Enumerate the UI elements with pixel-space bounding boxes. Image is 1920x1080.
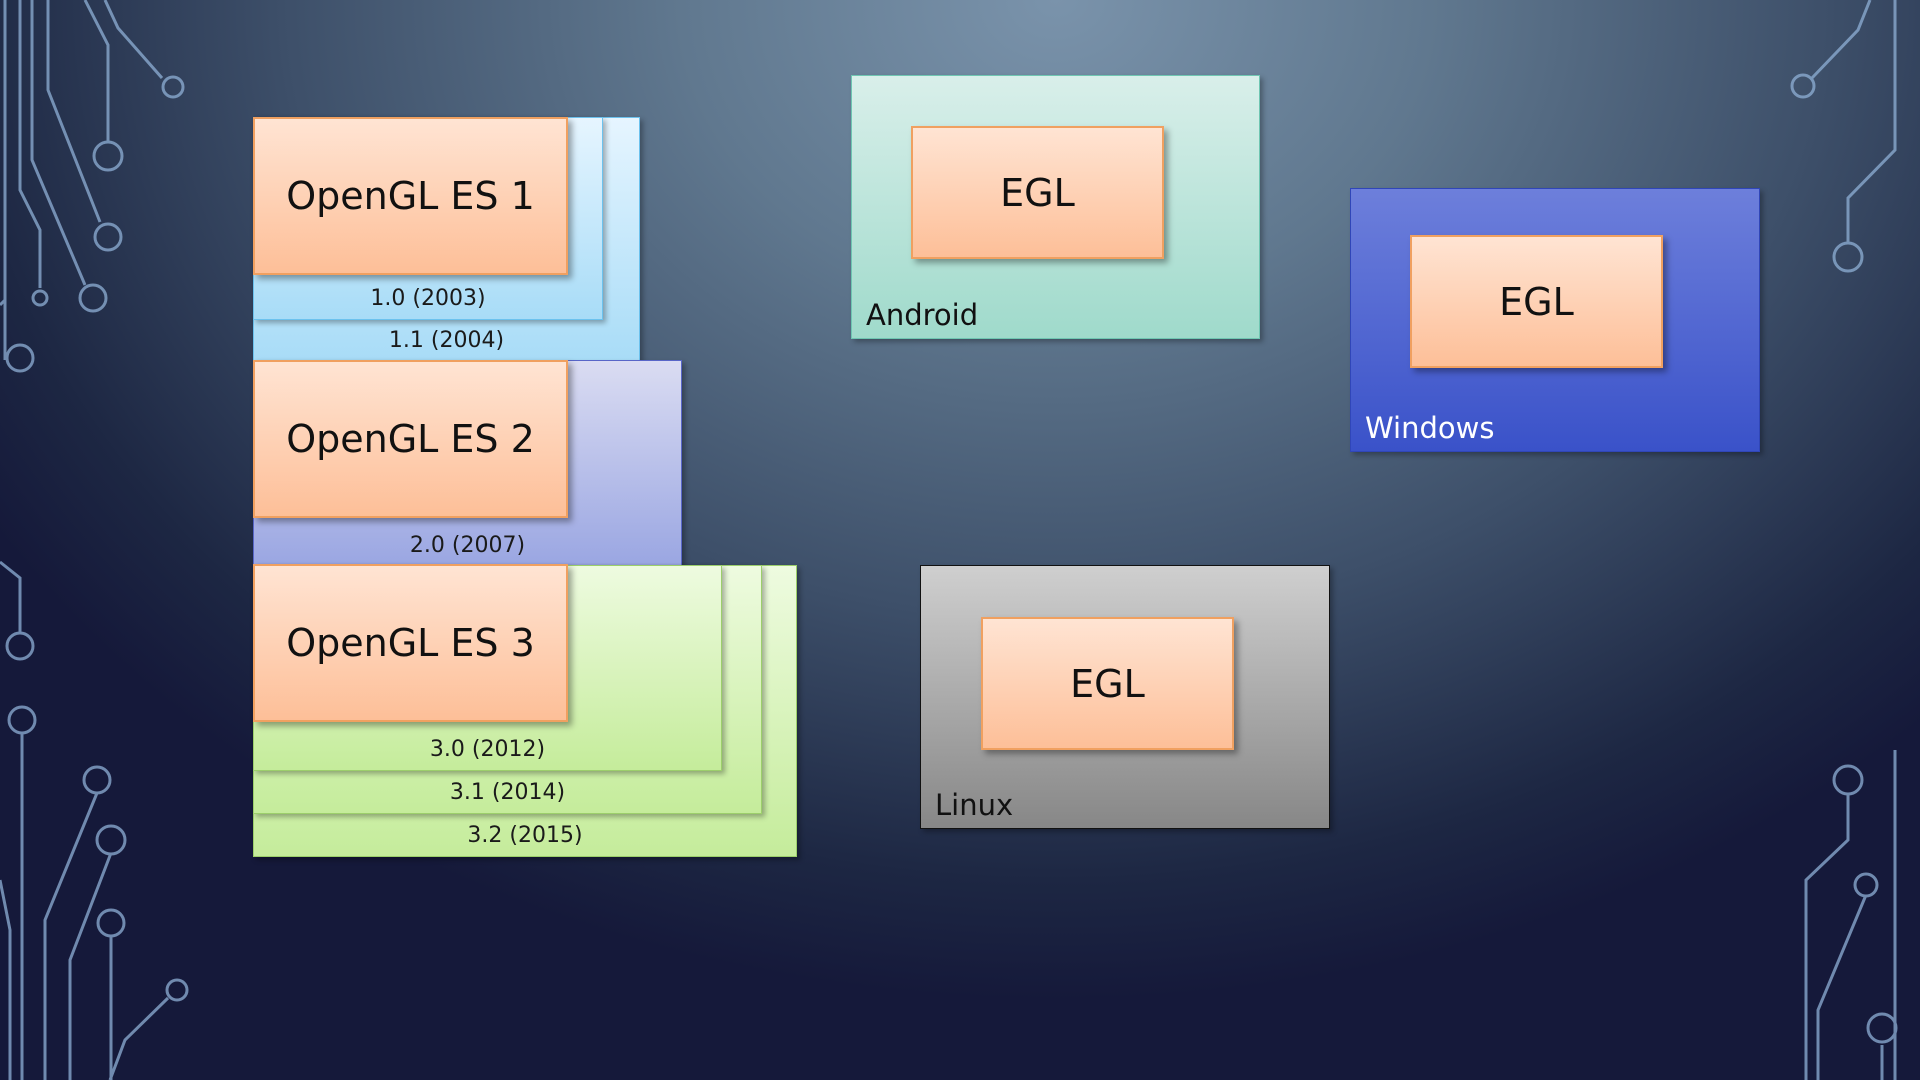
version-label-3-2: 3.2 (2015) <box>467 823 583 848</box>
version-label-1-0: 1.0 (2003) <box>370 286 486 311</box>
android-egl-box: EGL <box>911 126 1164 259</box>
version-label-3-1: 3.1 (2014) <box>449 780 566 805</box>
linux-egl-box: EGL <box>981 617 1234 750</box>
version-label-1-1: 1.1 (2004) <box>388 328 505 353</box>
version-label-3-0: 3.0 (2012) <box>429 737 546 762</box>
opengl-es-1-box: OpenGL ES 1 <box>253 117 568 275</box>
windows-egl-box: EGL <box>1410 235 1663 368</box>
android-label: Android <box>866 298 979 332</box>
opengl-es-3-box: OpenGL ES 3 <box>253 564 568 722</box>
version-label-2-0: 2.0 (2007) <box>409 533 526 558</box>
opengl-es-2-box: OpenGL ES 2 <box>253 360 568 518</box>
windows-label: Windows <box>1365 411 1495 445</box>
linux-label: Linux <box>935 788 1014 822</box>
